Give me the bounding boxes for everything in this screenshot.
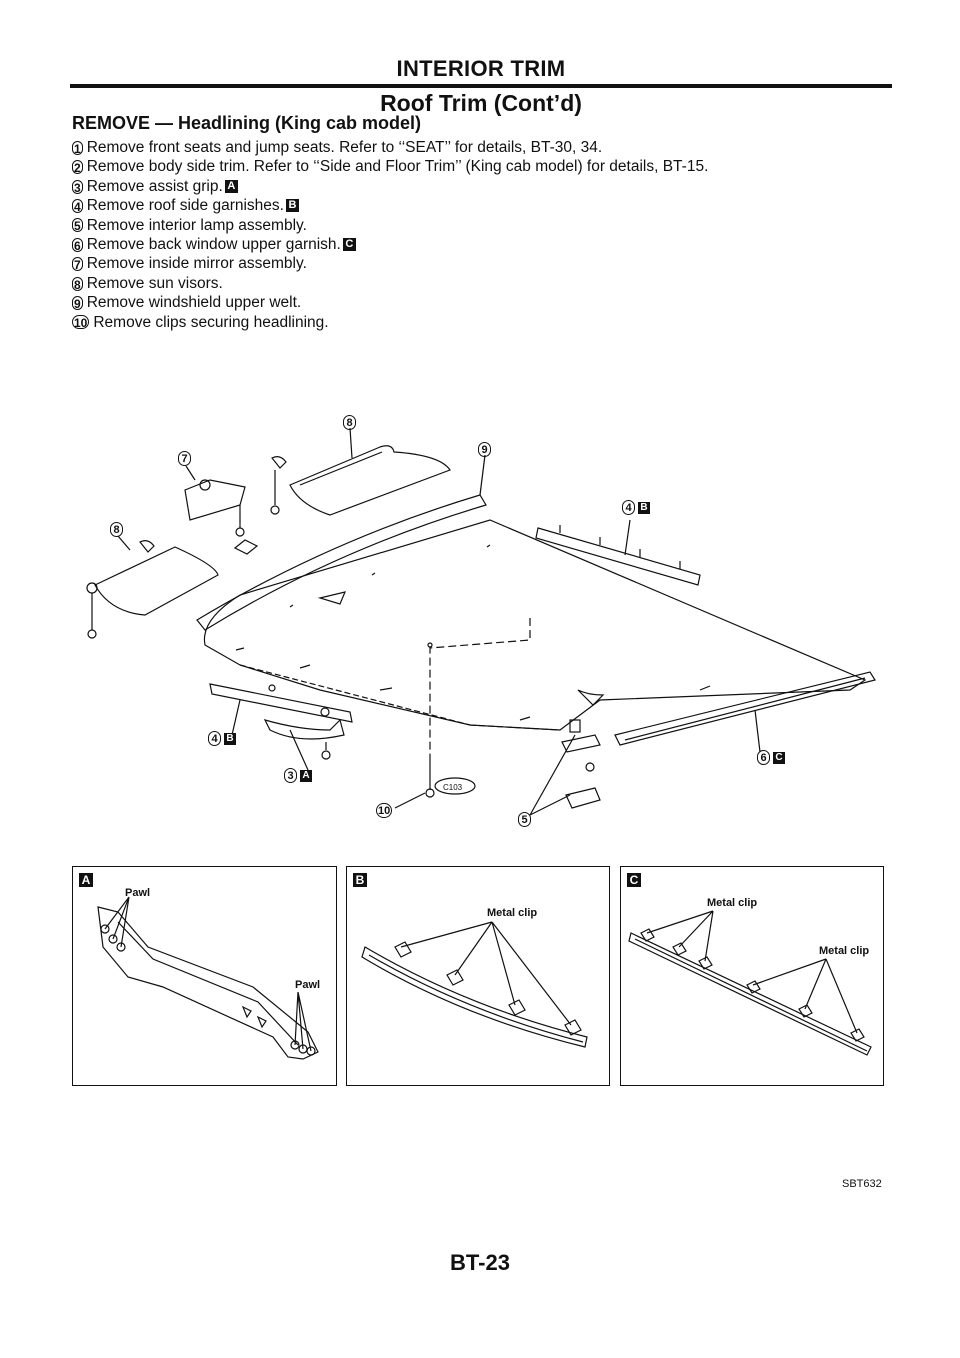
windshield-upper-welt (196, 494, 487, 631)
step-text: Remove body side trim. Refer to ‘‘Side a… (86, 158, 709, 176)
step-number: 1 (72, 140, 83, 156)
step-number: 2 (72, 160, 83, 176)
clip-code-label: C103 (443, 783, 463, 792)
roof-garnish-detail-drawing (361, 921, 588, 1048)
callout-clips: 10 (376, 803, 393, 818)
callout-interior-lamp: 5 (518, 812, 531, 827)
step-text: Remove roof side garnishes. (86, 197, 284, 215)
reference-badge: A (224, 180, 238, 194)
step-number: 3 (72, 179, 83, 195)
reference-badge: B (285, 199, 299, 213)
pawl-label-bottom: Pawl (295, 979, 321, 991)
step-number: 5 (72, 218, 83, 234)
step-text: Remove inside mirror assembly. (86, 255, 307, 273)
interior-lamp (561, 734, 601, 753)
header-divider (70, 84, 892, 88)
callout-inside-mirror: 7 (178, 451, 191, 466)
step-number: 7 (72, 257, 83, 273)
step-text: Remove front seats and jump seats. Refer… (86, 139, 603, 156)
callout-sun-visor-right: 8 (343, 415, 356, 430)
assist-grip (263, 718, 345, 740)
panel-badge: C (627, 873, 641, 887)
metal-clip-label-bottom: Metal clip (819, 945, 870, 957)
step-text: Remove back window upper garnish. (86, 236, 341, 254)
back-garnish-detail-drawing (628, 910, 872, 1056)
callout-windshield-welt: 9 (478, 442, 491, 457)
panel-badge: B (353, 873, 367, 887)
sun-visor-left (94, 546, 219, 616)
step-text: Remove assist grip. (86, 177, 223, 195)
headlining-exploded-diagram: C103 (86, 427, 876, 816)
back-window-upper-garnish (614, 671, 876, 746)
reference-badge: C (342, 238, 356, 252)
step-number: 6 (72, 237, 83, 253)
metal-clip-label-top: Metal clip (707, 897, 758, 909)
detail-panel-roof-side-garnish: B Metal clip (346, 866, 610, 1086)
sun-visor-right (289, 445, 451, 516)
headlining-panel (203, 519, 867, 731)
page-header: INTERIOR TRIM Roof Trim (Cont’d) (70, 56, 892, 116)
detail-panel-back-window-garnish: C Metal clip Metal clip (620, 866, 884, 1086)
step-text: Remove windshield upper welt. (86, 294, 302, 312)
step-text: Remove interior lamp assembly. (86, 216, 307, 234)
figure-id: SBT632 (842, 1178, 882, 1190)
header-title: INTERIOR TRIM (396, 56, 566, 81)
step-text: Remove sun visors. (86, 274, 223, 292)
step-number: 9 (72, 295, 83, 311)
section-title: REMOVE — Headlining (King cab model) (72, 113, 422, 133)
inside-mirror (184, 479, 246, 521)
step-number: 8 (72, 276, 83, 292)
page-number: BT-23 (450, 1250, 510, 1275)
step-text: Remove clips securing headlining. (93, 313, 329, 331)
callout-sun-visor-left: 8 (110, 522, 123, 537)
pawl-label-top: Pawl (125, 887, 151, 899)
roof-side-garnish-right (535, 527, 701, 586)
roof-side-garnish-left (209, 683, 353, 723)
assist-grip-detail-drawing (97, 896, 319, 1060)
step-number: 10 (72, 315, 90, 331)
metal-clip-label: Metal clip (487, 907, 538, 919)
panel-badge: A (79, 873, 93, 887)
header-subtitle: Roof Trim (Cont’d) (380, 90, 582, 116)
step-number: 4 (72, 198, 83, 214)
detail-panel-assist-grip: A Pawl Pawl (72, 866, 337, 1086)
